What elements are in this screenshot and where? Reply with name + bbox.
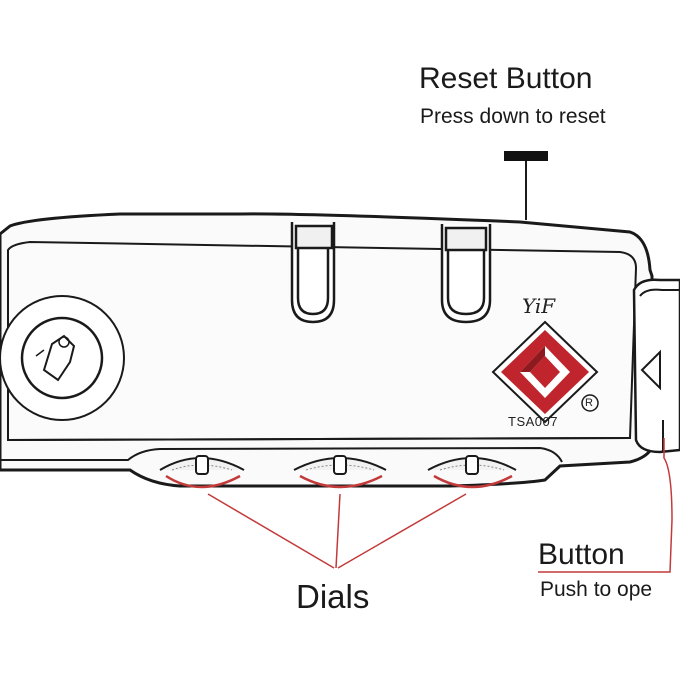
registered-mark-circle <box>581 394 599 412</box>
model-number: TSA007 <box>508 414 558 429</box>
dial-2 <box>293 455 387 489</box>
keyhole-icon <box>0 295 125 421</box>
registered-mark: R <box>585 397 593 409</box>
reset-button-marker <box>504 151 548 161</box>
dial-3 <box>427 455 517 489</box>
reset-button-title: Reset Button <box>419 62 593 95</box>
brand-logo-text: YiF <box>522 294 556 318</box>
bottom-ridge <box>0 437 631 463</box>
tsa-diamond-logo-icon <box>491 320 599 424</box>
dials-label: Dials <box>296 578 370 615</box>
reset-button-subtitle: Press down to reset <box>420 105 606 128</box>
button-subtitle: Push to ope <box>540 578 653 601</box>
button-title: Button <box>538 538 625 571</box>
button-leader-line <box>538 438 673 573</box>
triangle-arrow-icon <box>640 349 661 391</box>
shackle-slot-left <box>290 222 336 324</box>
dials-leader-lines <box>207 493 467 569</box>
dial-1 <box>159 455 245 489</box>
shackle-slot-right <box>440 224 492 324</box>
